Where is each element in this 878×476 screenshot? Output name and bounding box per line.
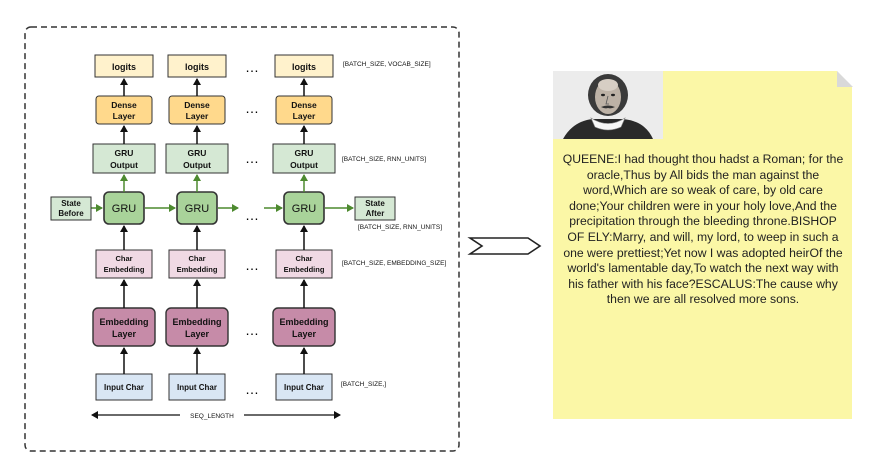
embedding-layer-line2: Layer bbox=[292, 329, 317, 339]
timestep-column-3: logitsDenseLayerGRUOutputGRUCharEmbeddin… bbox=[272, 54, 336, 401]
state-after-line1: State bbox=[365, 199, 385, 208]
logits-box bbox=[274, 54, 334, 78]
gru-label: GRU bbox=[292, 203, 317, 215]
logits-label: logits bbox=[292, 62, 316, 72]
input-char-label: Input Char bbox=[177, 383, 217, 392]
char-embedding-line1: Char bbox=[295, 254, 312, 263]
ellipsis-input: … bbox=[245, 381, 259, 397]
char-embedding-line2: Embedding bbox=[104, 265, 145, 274]
logits-label: logits bbox=[185, 62, 209, 72]
transition-arrow-icon bbox=[467, 237, 542, 255]
dim-label-logits: [BATCH_SIZE, VOCAB_SIZE] bbox=[343, 61, 431, 68]
dense-layer-line1: Dense bbox=[291, 100, 317, 110]
state-after-line2: After bbox=[366, 209, 385, 218]
logits-box bbox=[94, 54, 154, 78]
char-embedding-line1: Char bbox=[115, 254, 132, 263]
input-char-box bbox=[168, 373, 226, 401]
dense-layer-line2: Layer bbox=[113, 111, 136, 121]
state-before-line2: Before bbox=[58, 209, 84, 218]
embedding-layer-line2: Layer bbox=[185, 329, 210, 339]
char-embedding-line2: Embedding bbox=[284, 265, 325, 274]
char-embedding-line2: Embedding bbox=[177, 265, 218, 274]
diagram-frame bbox=[24, 26, 460, 452]
embedding-layer-line1: Embedding bbox=[100, 317, 149, 327]
shakespeare-portrait-icon bbox=[553, 71, 663, 139]
input-char-label: Input Char bbox=[104, 383, 144, 392]
dense-layer-line1: Dense bbox=[111, 100, 137, 110]
dim-label-gru-output: [BATCH_SIZE, RNN_UNITS] bbox=[342, 156, 426, 163]
gru-output-line2: Output bbox=[183, 160, 211, 170]
dense-layer-line1: Dense bbox=[184, 100, 210, 110]
dim-label-input: [BATCH_SIZE,] bbox=[341, 381, 386, 388]
gru-label: GRU bbox=[112, 203, 137, 215]
embedding-layer-line1: Embedding bbox=[173, 317, 222, 327]
state-before: State Before bbox=[50, 196, 92, 221]
ellipsis-char-embedding: … bbox=[245, 257, 259, 273]
gru-output-line1: GRU bbox=[188, 148, 207, 158]
ellipsis-logits: … bbox=[245, 59, 259, 75]
state-before-line1: State bbox=[61, 199, 81, 208]
ellipsis-embedding-layer: … bbox=[245, 322, 259, 338]
embedding-layer-box bbox=[165, 307, 229, 347]
timestep-column-1: logitsDenseLayerGRUOutputGRUCharEmbeddin… bbox=[92, 54, 156, 401]
char-embedding-box bbox=[275, 249, 333, 279]
gru-output-line2: Output bbox=[110, 160, 138, 170]
char-embedding-box bbox=[168, 249, 226, 279]
gru-label: GRU bbox=[185, 203, 210, 215]
embedding-layer-box bbox=[92, 307, 156, 347]
logits-box bbox=[167, 54, 227, 78]
embedding-layer-box bbox=[272, 307, 336, 347]
gru-output-line2: Output bbox=[290, 160, 318, 170]
dense-layer-line2: Layer bbox=[186, 111, 209, 121]
embedding-layer-line1: Embedding bbox=[280, 317, 329, 327]
ellipsis-dense: … bbox=[245, 100, 259, 116]
generated-text: QUEENE:I had thought thou hadst a Roman;… bbox=[562, 152, 844, 307]
gru-output-line1: GRU bbox=[115, 148, 134, 158]
embedding-layer-line2: Layer bbox=[112, 329, 137, 339]
char-embedding-line1: Char bbox=[188, 254, 205, 263]
input-char-box bbox=[95, 373, 153, 401]
seq-length-label: SEQ_LENGTH bbox=[190, 413, 234, 420]
ellipsis-gru: … bbox=[245, 207, 259, 223]
gru-output-box bbox=[272, 143, 336, 174]
char-embedding-box bbox=[95, 249, 153, 279]
gru-output-line1: GRU bbox=[295, 148, 314, 158]
dense-layer-line2: Layer bbox=[293, 111, 316, 121]
dim-label-char-embedding: [BATCH_SIZE, EMBEDDING_SIZE] bbox=[342, 260, 446, 267]
gru-output-box bbox=[92, 143, 156, 174]
state-after: State After bbox=[354, 196, 396, 221]
input-char-label: Input Char bbox=[284, 383, 324, 392]
timestep-column-2: logitsDenseLayerGRUOutputGRUCharEmbeddin… bbox=[165, 54, 229, 401]
ellipsis-gru-output: … bbox=[245, 150, 259, 166]
gru-output-box bbox=[165, 143, 229, 174]
logits-label: logits bbox=[112, 62, 136, 72]
dim-label-state-after: [BATCH_SIZE, RNN_UNITS] bbox=[358, 224, 442, 231]
